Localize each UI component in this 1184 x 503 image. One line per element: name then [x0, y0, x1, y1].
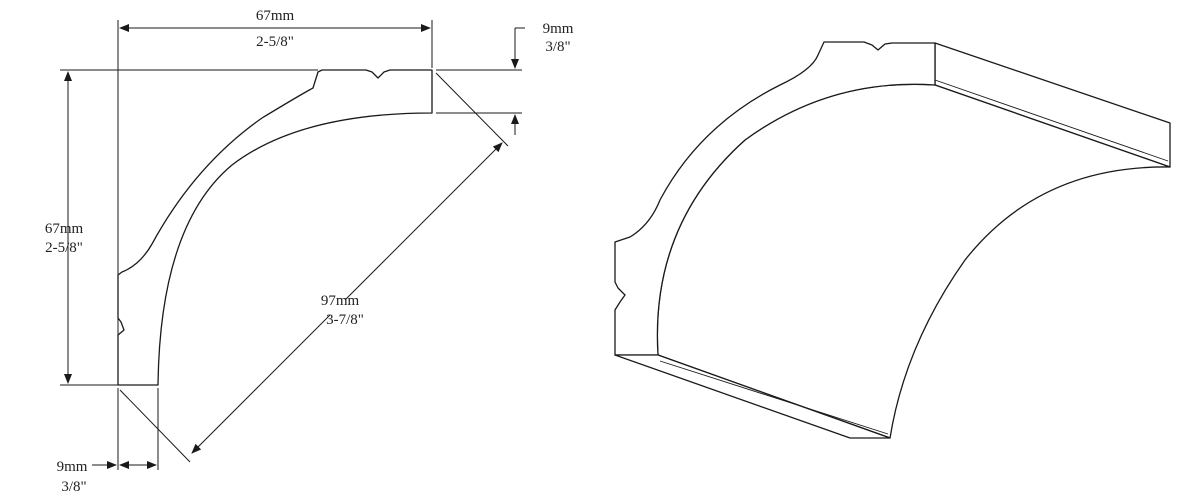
- bottom-thickness-metric: 9mm: [57, 459, 88, 475]
- top-thickness-metric: 9mm: [543, 21, 574, 37]
- bottom-thickness-imperial: 3/8": [61, 479, 86, 495]
- bottom-thickness-dimension: [92, 388, 159, 470]
- diagonal-metric: 97mm: [321, 293, 360, 309]
- top-thickness-dimension: [436, 27, 525, 135]
- isometric-view: [614, 41, 1171, 439]
- top-face-edge-line: [934, 79, 1169, 162]
- molding-profile-outline: [117, 69, 433, 386]
- bottom-flat-face: [614, 354, 891, 439]
- diagonal-dimension: [119, 72, 509, 463]
- top-width-metric: 67mm: [256, 8, 295, 24]
- top-width-dimension: [117, 20, 433, 385]
- left-height-dimension: [60, 69, 318, 386]
- bottom-face-edge-line: [659, 360, 889, 435]
- left-height-imperial: 2-5/8": [45, 240, 83, 256]
- left-height-metric: 67mm: [45, 221, 84, 237]
- profile-end-face: [614, 41, 936, 356]
- diagonal-imperial: 3-7/8": [326, 312, 364, 328]
- top-width-imperial: 2-5/8": [256, 34, 294, 50]
- top-thickness-imperial: 3/8": [545, 39, 570, 55]
- profile-view: 67mm 2-5/8" 67mm 2-5/8" 9mm 3/8": [45, 8, 574, 495]
